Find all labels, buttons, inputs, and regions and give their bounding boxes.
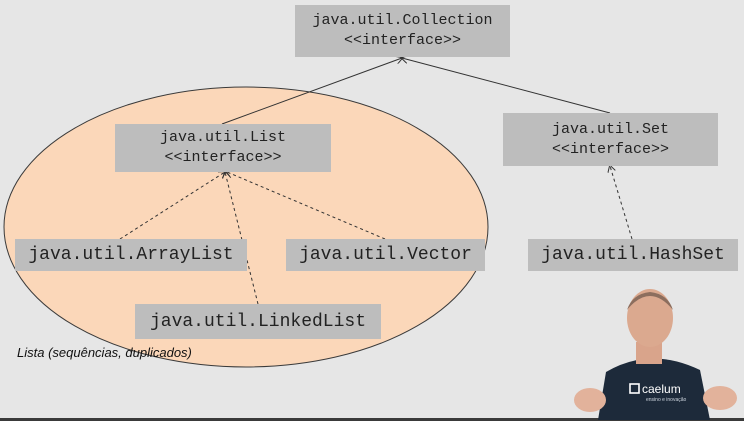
node-set-stereotype: <<interface>> bbox=[551, 140, 670, 158]
node-linkedlist: java.util.LinkedList bbox=[135, 304, 381, 339]
edge-hashset-to-set bbox=[610, 166, 633, 240]
node-list-stereotype: <<interface>> bbox=[164, 149, 282, 166]
presenter-head bbox=[627, 289, 673, 347]
node-vector-name: java.util.Vector bbox=[299, 245, 472, 265]
node-vector: java.util.Vector bbox=[286, 239, 485, 271]
node-linkedlist-name: java.util.LinkedList bbox=[149, 311, 367, 332]
node-arraylist-name: java.util.ArrayList bbox=[28, 245, 234, 265]
edge-linkedlist-to-list bbox=[225, 172, 259, 305]
node-collection: java.util.Collection <<interface>> bbox=[295, 5, 510, 57]
node-list-name: java.util.List bbox=[159, 129, 287, 146]
presenter-shirt-tagline: ensino e inovação bbox=[646, 397, 687, 403]
edge-vector-to-list bbox=[227, 172, 386, 240]
node-set-name: java.util.Set bbox=[551, 120, 670, 138]
presenter-left-hand bbox=[574, 388, 606, 412]
node-collection-name: java.util.Collection bbox=[312, 12, 493, 29]
presenter-shirt bbox=[598, 358, 710, 420]
edge-arraylist-to-list bbox=[119, 172, 225, 240]
video-bottom-strip bbox=[0, 418, 744, 421]
node-list: java.util.List <<interface>> bbox=[115, 124, 331, 172]
presenter-shirt-logo: caelum bbox=[642, 382, 681, 396]
presenter-video: caelum ensino e inovação bbox=[574, 289, 737, 420]
node-hashset: java.util.HashSet bbox=[528, 239, 738, 271]
list-group-caption: Lista (sequências, duplicados) bbox=[17, 345, 192, 360]
node-collection-stereotype: <<interface>> bbox=[343, 32, 462, 49]
edge-list-to-collection bbox=[221, 58, 402, 125]
node-set: java.util.Set <<interface>> bbox=[503, 113, 718, 166]
presenter-right-hand bbox=[703, 386, 737, 410]
edge-set-to-collection bbox=[402, 58, 611, 114]
node-hashset-name: java.util.HashSet bbox=[541, 245, 725, 265]
node-arraylist: java.util.ArrayList bbox=[15, 239, 247, 271]
